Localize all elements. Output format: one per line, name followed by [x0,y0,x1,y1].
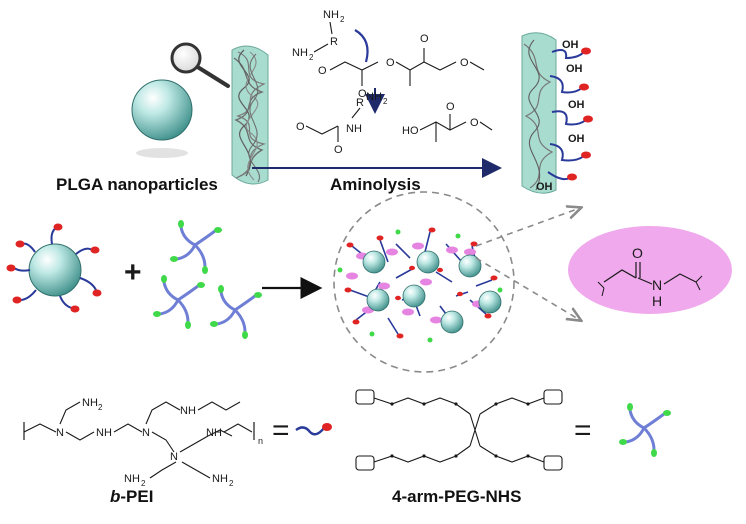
svg-text:O: O [358,88,367,100]
svg-text:O: O [296,121,305,133]
peg-nhs-crosslinkers [153,220,262,339]
svg-text:N: N [170,451,178,463]
peg-arm-icon [619,403,671,457]
plga-ester-structure: O O O O O [318,29,485,100]
svg-text:OH: OH [536,181,553,193]
peg-nhs-structure [355,389,563,471]
svg-text:R: R [356,97,364,109]
svg-text:O: O [632,245,643,261]
b-pei-suffix: -PEI [120,487,154,506]
svg-text:OH: OH [562,39,579,51]
svg-text:NH: NH [212,473,228,485]
svg-text:2: 2 [340,15,345,24]
svg-text:O: O [318,65,327,77]
plga-nanoparticles-label: PLGA nanoparticles [56,175,218,194]
equals-peg: = [574,414,592,447]
svg-text:NH: NH [366,91,382,103]
svg-text:O: O [386,57,395,69]
b-pei-label: b-PEI [110,487,153,507]
svg-text:NH: NH [96,427,112,439]
svg-text:O: O [470,117,479,129]
svg-text:2: 2 [141,479,146,488]
plga-surface-zoom [231,45,269,185]
b-pei-structure: N NH 2 NH N NH N NH 2 NH 2 NH n [23,397,263,488]
svg-text:2: 2 [229,479,234,488]
zoom-arrow-top [475,208,580,247]
svg-text:NH: NH [346,123,362,135]
plus-sign: + [124,256,142,289]
pei-coated-nanoparticle [6,223,102,313]
svg-text:O: O [420,33,429,45]
crosslinked-network [333,191,515,373]
svg-text:H: H [652,293,662,309]
svg-text:R: R [330,36,338,48]
svg-text:NH: NH [292,47,308,59]
aminolysis-label: Aminolysis [330,175,421,194]
svg-text:2: 2 [383,97,388,106]
svg-text:NH: NH [124,473,140,485]
b-pei-italic-prefix: b [110,487,121,506]
amine-reagent-structure: NH 2 R NH 2 [292,9,345,62]
aminolysed-surface: OH OH OH OH OH [521,32,593,194]
equals-pei: = [272,414,290,447]
svg-text:n: n [258,436,263,446]
lactic-byproduct-structure: HO O O [402,101,493,142]
svg-text:OH: OH [568,99,585,111]
svg-text:NH: NH [82,397,98,409]
svg-text:NH: NH [180,405,196,417]
zoom-arrow-bottom [475,257,580,320]
svg-text:NH: NH [206,427,222,439]
magnifier-icon [170,42,230,88]
svg-text:2: 2 [98,403,103,412]
svg-text:HO: HO [402,125,419,137]
amide-product-structure: O O NH R NH 2 [296,91,388,156]
svg-text:N: N [142,427,150,439]
pei-chain-icon [295,423,332,436]
svg-text:OH: OH [566,63,583,75]
svg-text:N: N [56,427,64,439]
svg-text:OH: OH [568,133,585,145]
peg-nhs-label: 4-arm-PEG-NHS [392,487,522,506]
plga-nanoparticle-sphere [131,79,193,158]
svg-text:O: O [334,144,343,156]
svg-text:O: O [446,101,455,113]
svg-text:NH: NH [323,9,339,21]
svg-text:N: N [652,277,662,293]
amide-bond-bubble: O N H [568,226,732,314]
svg-text:O: O [460,57,469,69]
svg-text:2: 2 [309,53,314,62]
